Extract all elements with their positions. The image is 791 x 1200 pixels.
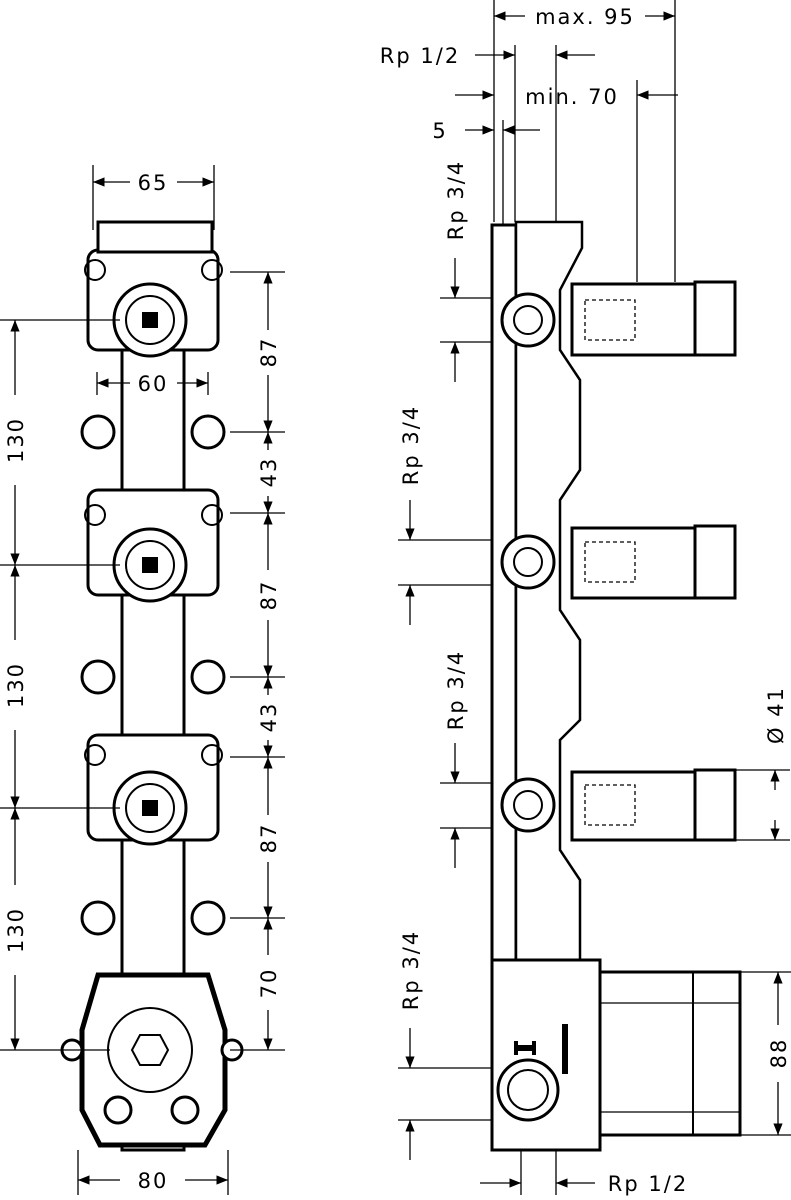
dim-43-2: 43 (257, 702, 281, 733)
dim-70: 70 (257, 968, 281, 999)
left-dimension-chain: 130 130 130 (0, 319, 120, 1051)
dim-130-2: 130 (4, 662, 28, 708)
thermostat-module (60, 972, 244, 1148)
dim-87-1: 87 (257, 337, 281, 368)
hot-marker-icon (514, 1041, 536, 1055)
bottom-connection-label: Rp 1/2 (608, 1172, 688, 1196)
valve-module-2 (84, 488, 223, 603)
dim-88: 88 (767, 1038, 791, 1069)
outlet-3 (500, 768, 737, 842)
hansgrohe-logo (562, 1024, 568, 1074)
valve-module-3 (84, 733, 223, 846)
outlet-1 (500, 280, 737, 357)
dim-width-mid: 60 (138, 372, 169, 396)
dim-130-3: 130 (4, 907, 28, 953)
mounting-lugs (80, 414, 226, 936)
top-connection-label: Rp 1/2 (380, 44, 460, 68)
right-dimension-chain: 87 43 87 43 87 70 (230, 271, 285, 1051)
outlet-dimensions: Rp 3/4 Rp 3/4 Rp 3/4 Rp 3/4 (398, 160, 492, 1160)
dim-min-70: min. 70 (525, 85, 619, 109)
dim-width-bottom: 80 (138, 1169, 169, 1193)
dim-87-3: 87 (257, 823, 281, 854)
outlet-1-size: Rp 3/4 (444, 160, 468, 240)
front-view: 65 60 80 87 43 87 43 87 70 130 130 130 (0, 165, 285, 1195)
thermostat-side (490, 958, 742, 1152)
dim-offset-5: 5 (432, 119, 447, 143)
outlet-3-size: Rp 3/4 (444, 650, 468, 730)
dim-87-2: 87 (257, 580, 281, 611)
side-view: max. 95 Rp 1/2 min. 70 5 Rp 3/4 Rp 3/4 R… (380, 0, 791, 1196)
dim-max-95: max. 95 (535, 5, 635, 29)
valve-module-1 (84, 220, 223, 358)
outlet-4-size: Rp 3/4 (399, 930, 423, 1010)
dim-diameter-41: Ø 41 (764, 686, 788, 744)
outlet-2-size: Rp 3/4 (399, 405, 423, 485)
dim-width-top: 65 (138, 171, 169, 195)
outlet-2 (500, 524, 737, 600)
dim-130-1: 130 (4, 417, 28, 463)
dim-43-1: 43 (257, 457, 281, 488)
